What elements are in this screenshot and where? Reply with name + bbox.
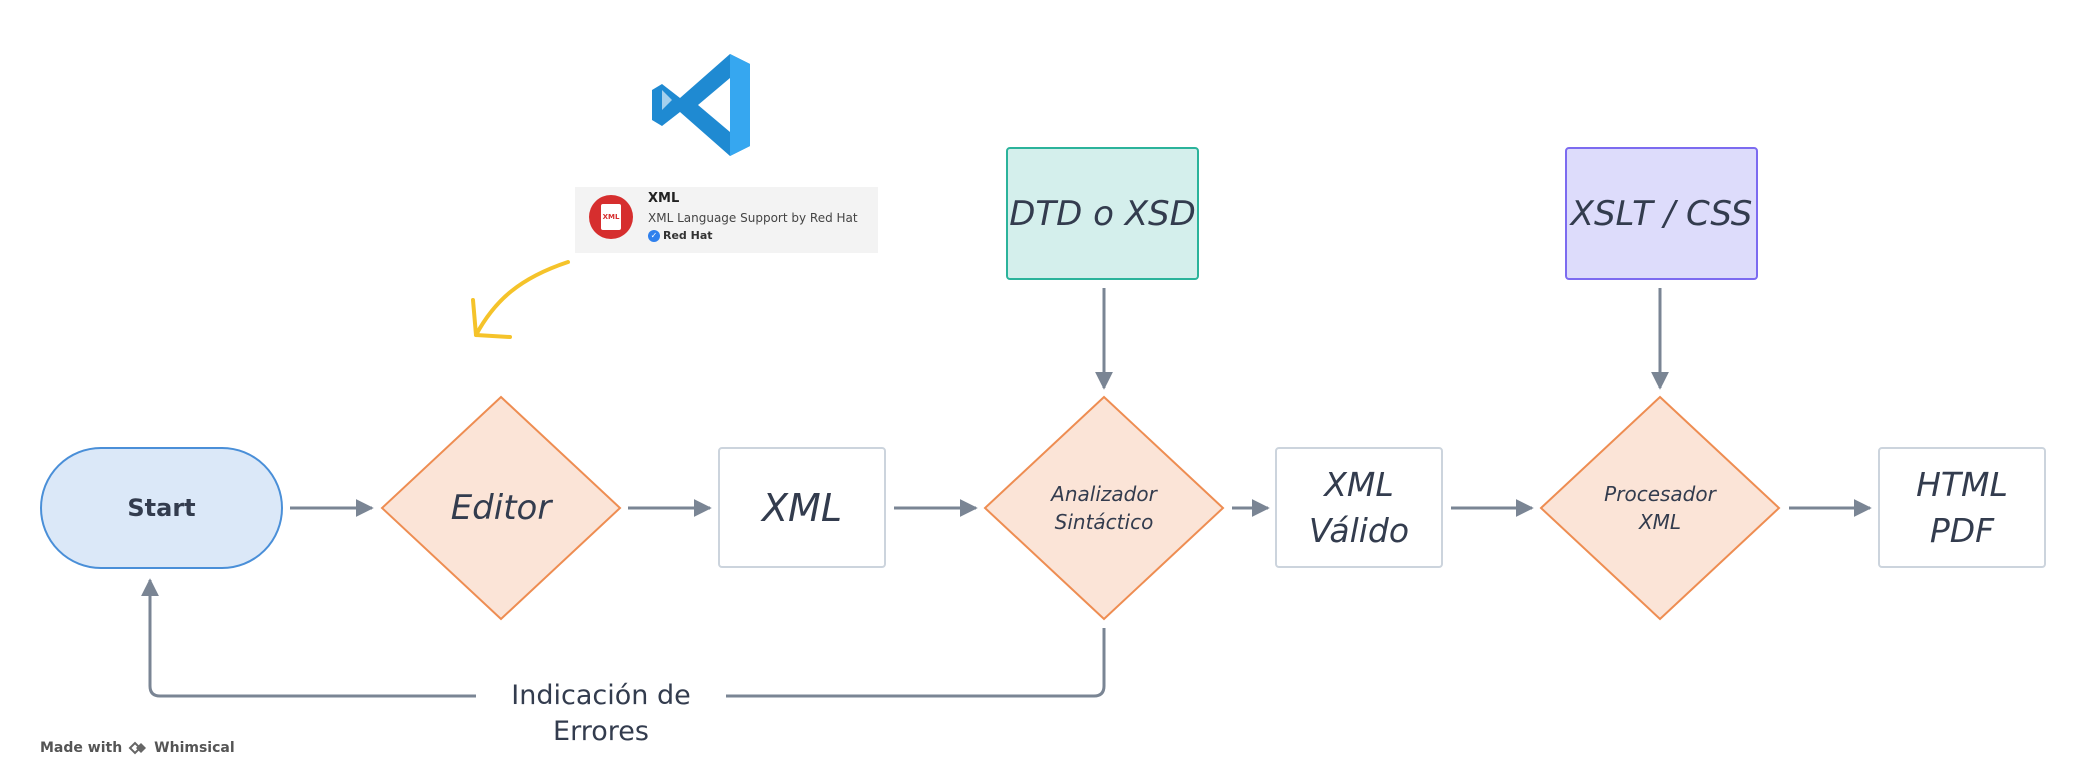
- editor-diamond: [380, 395, 622, 621]
- whimsical-brand-text: Whimsical: [154, 740, 235, 756]
- processor-text: Procesador XML: [1604, 482, 1716, 534]
- hand-drawn-arrow: [471, 260, 570, 339]
- analyzer-diamond: [983, 395, 1225, 621]
- xml-extension-icon: XML: [589, 195, 633, 239]
- xslt-node[interactable]: XSLT / CSS: [1565, 147, 1758, 280]
- analyzer-label: Analizador Sintáctico: [1014, 478, 1194, 538]
- xml-label: XML: [762, 485, 842, 530]
- start-node[interactable]: Start: [40, 447, 283, 569]
- editor-text: Editor: [450, 488, 552, 528]
- extension-title: XML: [648, 191, 680, 206]
- output-label: HTML PDF: [1916, 464, 2008, 550]
- xml-extension-card: XML XML XML Language Support by Red Hat …: [575, 187, 878, 253]
- error-edge-label: Indicación de Errores: [476, 678, 726, 747]
- valid-xml-node[interactable]: XML Válido: [1275, 447, 1443, 568]
- processor-label: Procesador XML: [1570, 478, 1750, 538]
- processor-diamond: [1539, 395, 1781, 621]
- xml-node[interactable]: XML: [718, 447, 886, 568]
- made-with-text: Made with: [40, 740, 123, 756]
- valid-xml-label: XML Válido: [1308, 464, 1410, 550]
- dtd-node[interactable]: DTD o XSD: [1006, 147, 1199, 280]
- editor-label: Editor: [402, 478, 600, 538]
- extension-publisher: ✓ Red Hat: [648, 229, 713, 242]
- vscode-logo-icon: [652, 54, 750, 156]
- output-node[interactable]: HTML PDF: [1878, 447, 2046, 568]
- verified-icon: ✓: [648, 229, 660, 242]
- dtd-label: DTD o XSD: [1009, 193, 1196, 234]
- made-with-footer: Made with Whimsical: [40, 738, 235, 758]
- whimsical-logo-icon: [128, 741, 147, 755]
- xml-file-icon: XML: [601, 204, 621, 230]
- xslt-label: XSLT / CSS: [1570, 193, 1753, 234]
- extension-description: XML Language Support by Red Hat: [648, 211, 858, 225]
- start-label: Start: [127, 494, 196, 522]
- analyzer-text: Analizador Sintáctico: [1051, 482, 1157, 534]
- publisher-name: Red Hat: [663, 229, 713, 242]
